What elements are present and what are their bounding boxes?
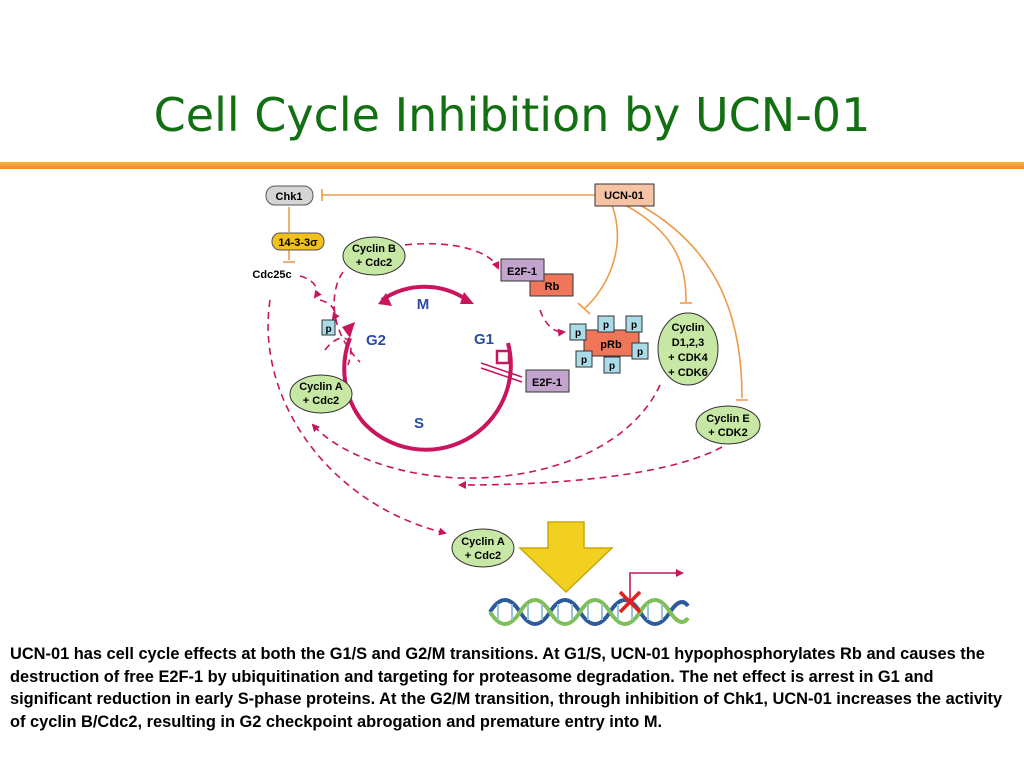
transcription-arrow	[518, 521, 614, 594]
prb-label: pRb	[600, 339, 622, 351]
cyclin-d-line2: D1,2,3	[672, 337, 704, 349]
block-x-icon	[618, 590, 642, 614]
phase-g1-label: G1	[474, 331, 494, 348]
phosphate-prb	[575, 350, 593, 368]
phosphate-label: p	[581, 355, 587, 366]
title-divider	[0, 162, 1024, 169]
e2f1-free-node	[525, 369, 570, 393]
cyclin-a-left-line1: Cyclin A	[299, 381, 343, 393]
chk1-node	[265, 185, 314, 206]
phosphate-prb	[631, 342, 649, 360]
dna-helix-icon	[488, 598, 690, 626]
ucn01-label: UCN-01	[604, 190, 644, 202]
cyclin-d-cdk4-cdk6-node	[657, 312, 719, 386]
cdc25c-label: Cdc25c	[252, 269, 291, 281]
phosphate-label: p	[637, 347, 643, 358]
cyclin-a-cdc2-node-left	[289, 374, 353, 414]
e2f1-release-line	[480, 362, 523, 383]
e2f1-bound-node	[500, 258, 545, 282]
chk1-label: Chk1	[276, 191, 303, 203]
cyclin-b-cdc2-node	[342, 236, 406, 276]
protein-14-3-3-label: 14-3-3σ	[278, 237, 318, 249]
phosphate-prb	[569, 323, 587, 341]
cell-cycle-diagram: Chk1 UCN-01 14-3-3σ Cdc25c p Cyclin B + …	[252, 183, 761, 626]
cyclin-a-bottom-line2: + Cdc2	[465, 550, 501, 562]
phase-m-label: M	[417, 296, 430, 313]
cyclin-b-line2: + Cdc2	[356, 257, 392, 269]
caption-text: UCN-01 has cell cycle effects at both th…	[10, 645, 1003, 731]
phosphate-label: p	[603, 320, 609, 331]
cyclin-e-cdk2-node	[695, 405, 761, 445]
phase-g2-label: G2	[366, 332, 386, 349]
phosphate-label: p	[609, 361, 615, 372]
cyclin-a-bottom-line1: Cyclin A	[461, 536, 505, 548]
phosphate-prb	[625, 315, 643, 333]
rb-label: Rb	[545, 281, 560, 293]
e2f1-free-label: E2F-1	[532, 377, 562, 389]
dashed-pathway-arrows	[267, 242, 723, 536]
g1-checkpoint-marker	[495, 349, 511, 365]
prb-phosphates: p p p p p p	[569, 315, 649, 374]
cyclin-a-left-line2: + Cdc2	[303, 395, 339, 407]
transcription-start-arrow	[629, 569, 684, 600]
cyclin-d-line4: + CDK6	[668, 367, 707, 379]
ucn01-inhibition-lines	[283, 189, 748, 401]
protein-14-3-3-node	[271, 232, 325, 251]
phosphate-prb	[603, 356, 621, 374]
cyclin-e-line1: Cyclin E	[706, 413, 749, 425]
phosphate-label: p	[325, 324, 331, 335]
ucn01-node	[594, 183, 655, 207]
e2f1-bound-label: E2F-1	[507, 266, 537, 278]
phosphate-prb	[597, 315, 615, 333]
cyclin-d-line3: + CDK4	[668, 352, 708, 364]
slide-title: Cell Cycle Inhibition by UCN-01	[153, 88, 871, 142]
phase-s-label: S	[414, 415, 424, 432]
cyclin-a-cdc2-node-bottom	[451, 528, 515, 568]
phosphate-cdc25c	[321, 319, 336, 336]
prb-node	[583, 329, 640, 357]
cyclin-b-line1: Cyclin B	[352, 243, 396, 255]
phosphate-label: p	[631, 320, 637, 331]
cyclin-e-line2: + CDK2	[708, 427, 747, 439]
phosphate-label: p	[575, 328, 581, 339]
cyclin-d-line1: Cyclin	[671, 322, 704, 334]
